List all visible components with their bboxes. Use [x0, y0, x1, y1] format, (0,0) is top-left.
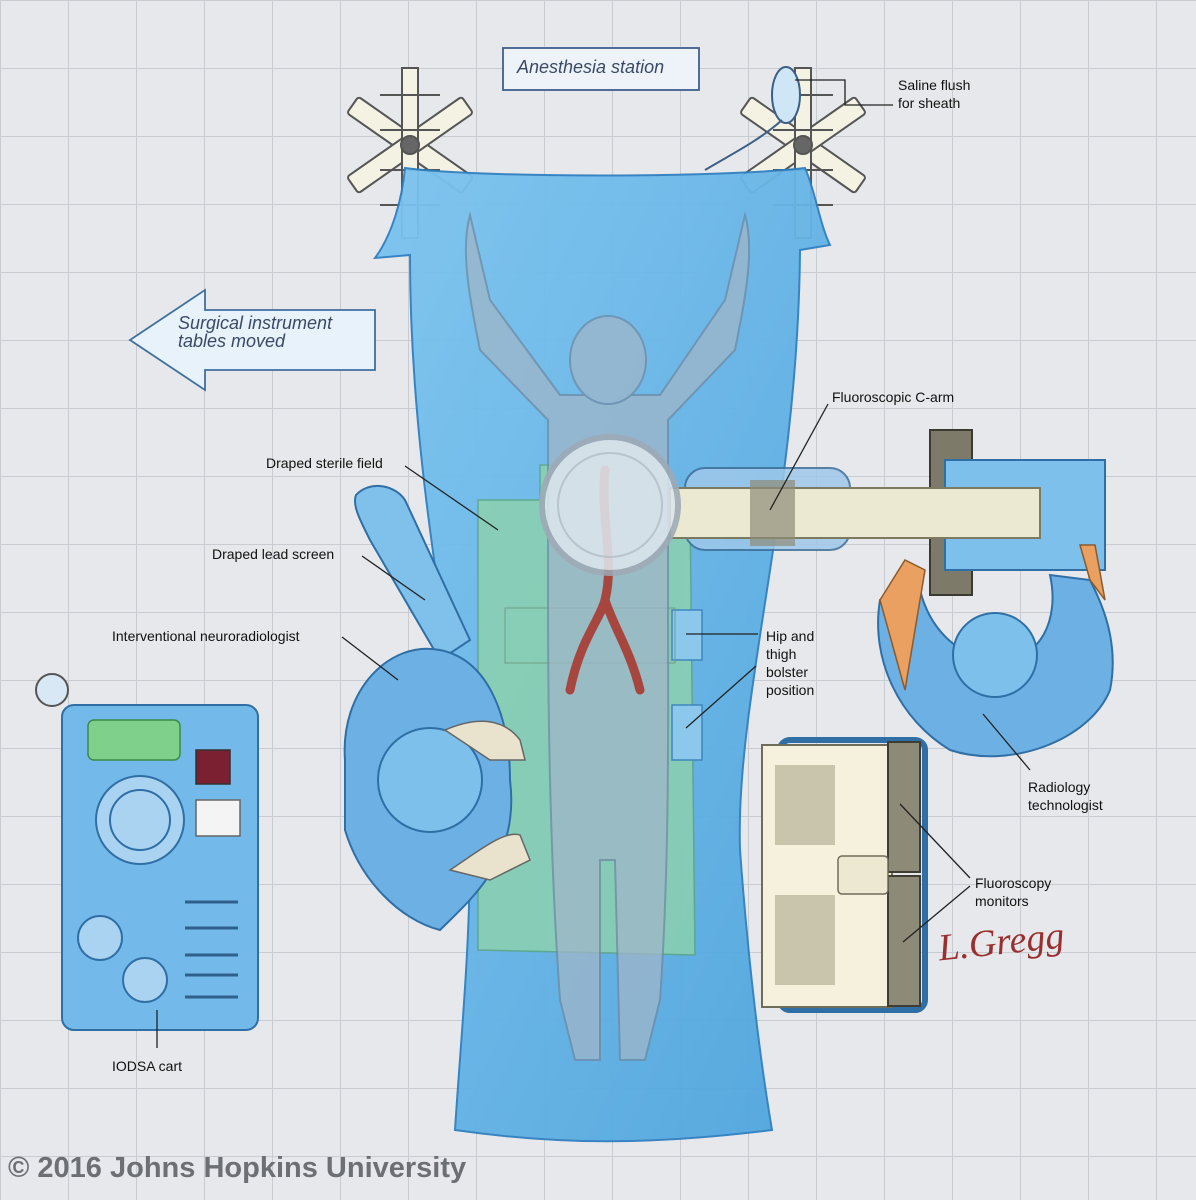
left-arrow: [128, 288, 376, 392]
callout-lines: [156, 79, 1031, 1048]
iodsa-cart: [35, 673, 259, 1031]
patient-silhouette: [464, 211, 751, 1061]
label-fluoroscopic-carm: Fluoroscopic C-arm: [832, 389, 955, 405]
saline-flush-bag: [704, 66, 801, 171]
fluoroscopy-monitors: [761, 737, 928, 1013]
label-interventional-neuroradiologist: Interventional neuroradiologist: [112, 628, 300, 644]
label-saline-flush: Saline flush for sheath: [898, 77, 971, 111]
iv-pole-right: [740, 67, 866, 239]
anesthesia-station-box: [502, 47, 700, 91]
hip-thigh-bolsters: [504, 607, 703, 761]
iv-pole-left: [347, 67, 473, 239]
c-arm: [539, 429, 1106, 596]
label-surgical-tables: Surgical instrument tables moved: [178, 313, 333, 351]
label-hip-thigh-bolster: Hip and thigh bolster position: [766, 628, 815, 698]
neuroradiologist: [343, 647, 531, 932]
copyright-notice: © 2016 Johns Hopkins University: [8, 1152, 467, 1184]
lead-screen: [354, 484, 472, 662]
radiology-technologist: [877, 544, 1114, 758]
label-draped-sterile-field: Draped sterile field: [266, 455, 383, 471]
label-fluoroscopy-monitors: Fluoroscopy monitors: [975, 875, 1052, 909]
label-draped-lead-screen: Draped lead screen: [212, 546, 335, 562]
label-iodsa-cart: IODSA cart: [112, 1058, 183, 1074]
label-anesthesia-station: Anesthesia station: [517, 57, 665, 77]
label-radiology-technologist: Radiology technologist: [1028, 779, 1103, 813]
